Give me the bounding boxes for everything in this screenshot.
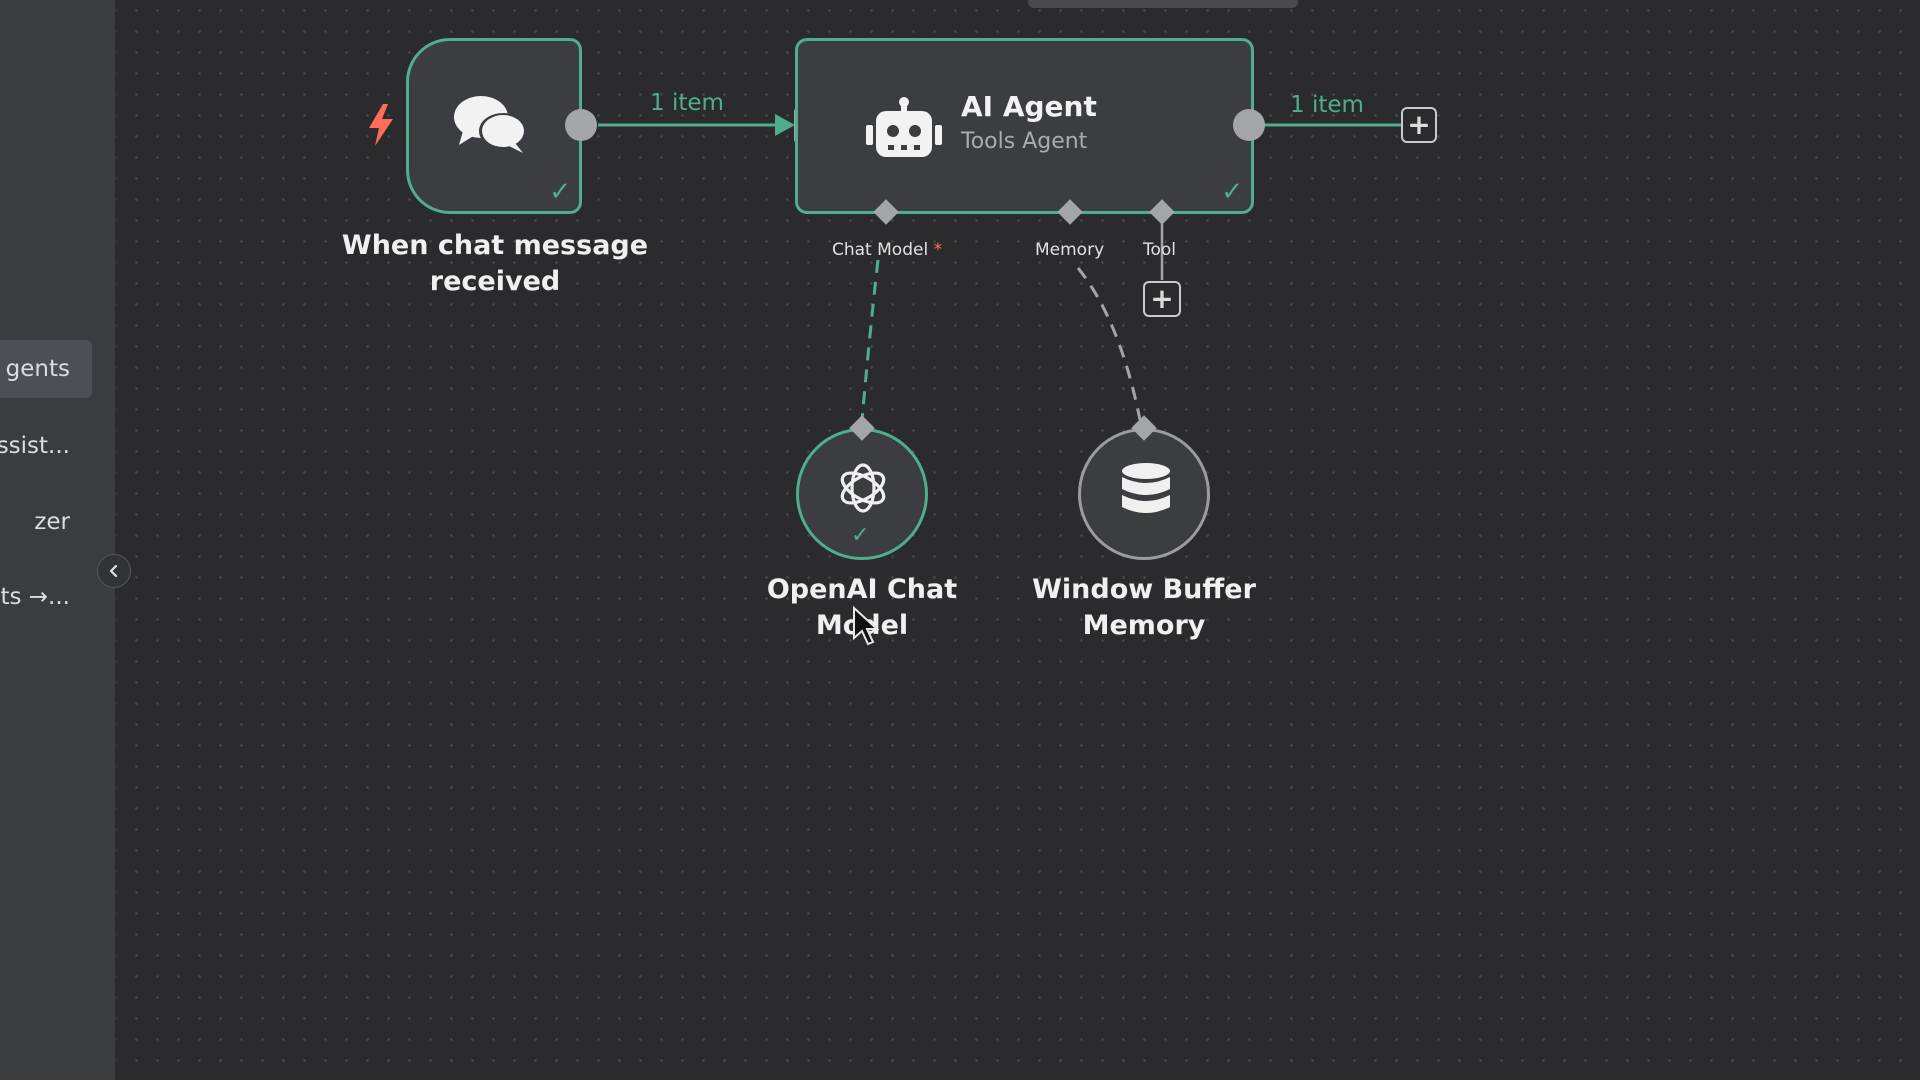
sidebar-item-assistant[interactable]: ssist...: [0, 433, 70, 459]
sidebar-item-more[interactable]: ts →...: [0, 584, 70, 610]
top-tab-edge: [1028, 0, 1298, 8]
database-icon: [1122, 463, 1170, 513]
robot-icon: [866, 97, 942, 157]
trigger-items-count: 1 item: [650, 90, 724, 116]
sidebar-collapse-button[interactable]: [97, 554, 131, 588]
trigger-node-label: When chat message received: [341, 230, 649, 297]
agent-output-items-count: 1 item: [1290, 92, 1364, 118]
agent-title: AI Agent: [961, 90, 1097, 123]
sidebar: gents ssist... zer ts →...: [0, 0, 116, 1080]
memory-slot-label: Memory: [1035, 240, 1105, 260]
chat-model-slot-label: Chat Model *: [832, 240, 943, 260]
required-marker: *: [933, 240, 943, 260]
openai-icon: [840, 463, 886, 513]
memory-connection: [1076, 267, 1142, 421]
connection-arrow: [775, 114, 795, 136]
openai-chat-model-node[interactable]: ✓: [796, 428, 928, 560]
success-check-icon: ✓: [1221, 177, 1243, 207]
chat-bubbles-icon: [454, 96, 527, 153]
memory-node-label: Window Buffer Memory: [1032, 574, 1256, 641]
trigger-output-port[interactable]: [565, 109, 597, 141]
window-buffer-memory-node[interactable]: [1078, 428, 1210, 560]
add-node-button[interactable]: +: [1401, 107, 1437, 143]
sidebar-item-agents[interactable]: gents: [0, 340, 92, 398]
add-tool-button[interactable]: +: [1143, 281, 1181, 317]
trigger-bolt-icon: [369, 104, 393, 146]
agent-output-port[interactable]: [1233, 109, 1265, 141]
mouse-cursor-icon: [853, 606, 880, 646]
chevron-left-icon: [109, 564, 118, 578]
agent-subtitle: Tools Agent: [961, 129, 1088, 154]
success-check-icon: ✓: [549, 177, 571, 207]
ai-agent-node[interactable]: ✓: [795, 38, 1254, 214]
sidebar-item-summarizer[interactable]: zer: [34, 509, 70, 535]
success-check-icon: ✓: [851, 523, 870, 548]
chat-model-connection: [860, 259, 880, 421]
tool-slot-label: Tool: [1143, 240, 1177, 260]
chat-trigger-node[interactable]: ✓: [406, 38, 582, 214]
